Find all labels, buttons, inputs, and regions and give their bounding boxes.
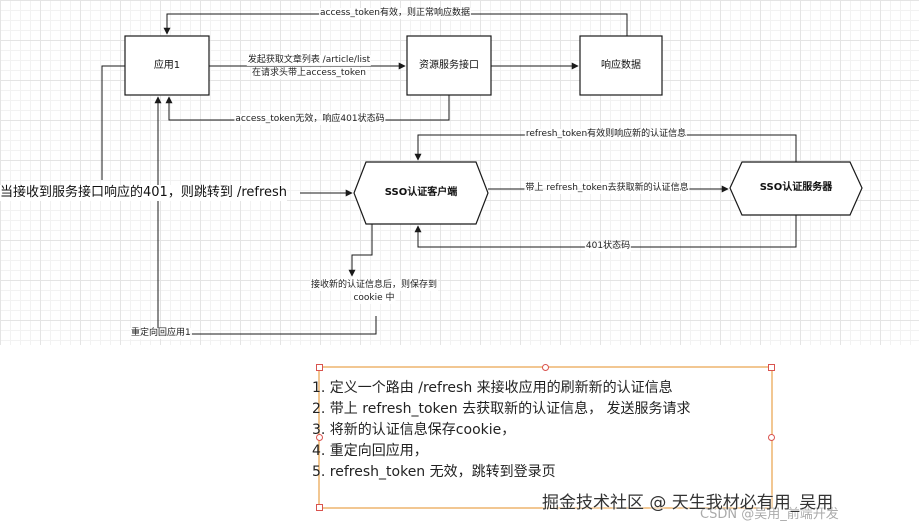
notes-line-5: 5. refresh_token 无效，跳转到登录页 [312,464,556,480]
node-sso-server[interactable] [729,161,863,216]
watermark-juejin: 掘金技术社区 @ 天生我材必有用_吴用 [542,493,834,513]
edge-redirect [154,96,377,335]
node-sso-client[interactable] [353,161,489,225]
notes-line-4: 4. 重定向回应用， [312,443,428,459]
edge-label-with-refresh: 带上 refresh_token去获取新的认证信息 [524,183,690,194]
notes-text: 1. 定义一个路由 /refresh 来接收应用的刷新新的认证信息 2. 带上 … [312,378,691,483]
notes-line-1: 1. 定义一个路由 /refresh 来接收应用的刷新新的认证信息 [312,380,673,396]
node-sso-client-label: SSO认证客户端 [384,187,458,198]
node-resource-label: 资源服务接口 [419,60,479,71]
edge-label-request-1: 发起获取文章列表 /article/list [246,55,372,66]
notes-line-2: 2. 带上 refresh_token 去获取新的认证信息， 发送服务请求 [312,401,691,417]
resize-handle-e[interactable] [768,434,775,441]
notes-line-3: 3. 将新的认证信息保存cookie， [312,422,516,438]
edge-label-request-2: 在请求头带上access_token [251,68,367,79]
edge-save [348,224,373,277]
node-response-label: 响应数据 [601,60,641,71]
node-app-label: 应用1 [153,60,181,71]
watermark-csdn: CSDN @吴用_前端开发 [700,507,839,522]
edge-label-redirect: 重定向回应用1 [130,328,192,339]
edge-label-token-valid: access_token有效，则正常响应数据 [319,8,471,19]
resize-handle-w[interactable] [316,434,323,441]
resize-handle-ne[interactable] [768,364,775,371]
edge-label-401: 401状态码 [584,241,632,252]
node-app[interactable] [124,35,210,96]
edge-label-refresh-valid: refresh_token有效则响应新的认证信息 [524,129,688,140]
resize-handle-nw[interactable] [316,364,323,371]
edge-label-jump-refresh: 当接收到服务接口响应的401，则跳转到 /refresh [0,185,288,201]
resize-handle-n[interactable] [542,364,549,371]
edge-label-save-1: 接收新的认证信息后，则保存到 [309,280,439,291]
node-sso-server-label: SSO认证服务器 [759,182,833,193]
node-response[interactable] [579,35,663,96]
resize-handle-sw[interactable] [316,504,323,511]
edge-jump-refresh [101,65,125,180]
edge-label-token-invalid: access_token无效，响应401状态码 [234,114,386,125]
edge-label-save-2: cookie 中 [352,293,396,304]
